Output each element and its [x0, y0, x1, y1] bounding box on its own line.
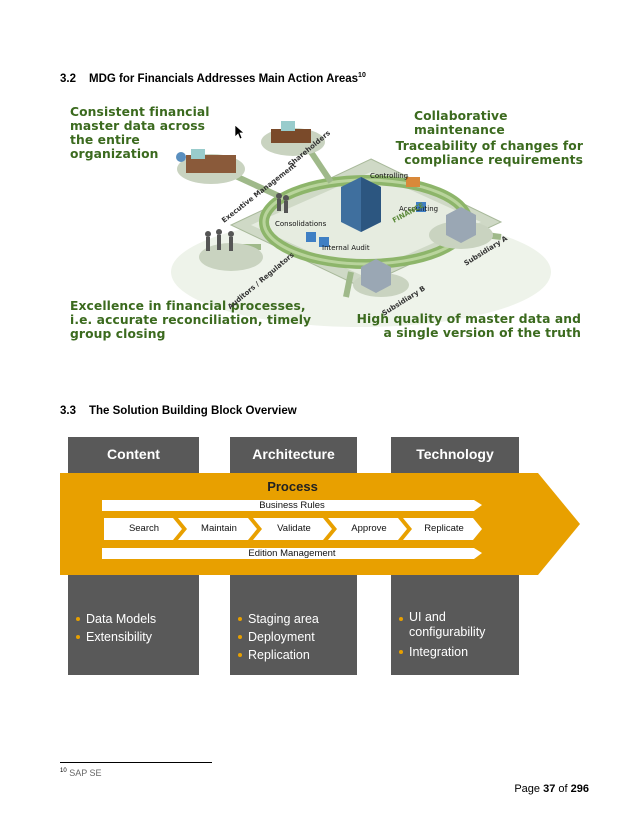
process-arrow: [60, 473, 580, 575]
bullet-item: Data Models: [76, 610, 193, 628]
step-maintain: Maintain: [201, 523, 237, 534]
callout-line: the entire: [70, 133, 140, 147]
edition-management-label: Edition Management: [248, 548, 336, 559]
step-replicate: Replicate: [424, 523, 464, 534]
step-approve: Approve: [351, 523, 387, 534]
section-title: MDG for Financials Addresses Main Action…: [89, 72, 359, 85]
column-title: Technology: [416, 445, 494, 462]
total-pages: 296: [570, 783, 589, 795]
step-validate: Validate: [277, 523, 311, 534]
callout-excellence-processes: Excellence in financial processes, i.e. …: [70, 299, 311, 341]
footnote-text: SAP SE: [69, 768, 102, 778]
footnote-number: 10: [60, 768, 67, 774]
column-bullets: Staging area Deployment Replication: [238, 610, 351, 664]
callout-line: compliance requirements: [404, 153, 583, 167]
footnote: 10 SAP SE: [60, 768, 102, 778]
callout-line: master data across: [70, 119, 206, 133]
label-consolidations: Consolidations: [275, 220, 327, 228]
callout-line: Traceability of changes for: [395, 139, 583, 153]
callout-line: a single version of the truth: [383, 326, 581, 340]
callout-line: Consistent financial: [70, 105, 210, 119]
label-internal-audit: Internal Audit: [322, 244, 370, 252]
solution-building-block-figure: Content Data Models Extensibility Archit…: [60, 437, 582, 677]
current-page: 37: [543, 783, 556, 795]
footnote-divider: [60, 762, 212, 763]
bullet-item: Integration: [399, 643, 513, 661]
page-prefix: Page: [514, 783, 541, 795]
column-title: Architecture: [252, 445, 335, 462]
bullet-item: Deployment: [238, 628, 351, 646]
bullet-item: UI and configurability: [399, 610, 513, 640]
callout-traceability: Traceability of changes for compliance r…: [396, 139, 583, 167]
callout-line: High quality of master data and: [356, 312, 581, 326]
cursor-icon: [235, 125, 245, 140]
callout-high-quality: High quality of master data and a single…: [357, 312, 581, 340]
bullet-item: Replication: [238, 646, 351, 664]
section-3-2-heading: 3.2 MDG for Financials Addresses Main Act…: [60, 72, 366, 85]
bullet-item: Staging area: [238, 610, 351, 628]
column-bullets: Data Models Extensibility: [76, 610, 193, 646]
column-title: Content: [107, 445, 160, 462]
page-number: Page 37 of 296: [514, 783, 589, 795]
callout-collaborative-maintenance: Collaborative maintenance: [414, 109, 593, 137]
callout-line: Excellence in financial processes,: [70, 299, 306, 313]
bullet-item: Extensibility: [76, 628, 193, 646]
label-accounting: Accounting: [399, 205, 439, 213]
callout-line: organization: [70, 147, 159, 161]
section-number: 3.3: [60, 405, 76, 417]
mdg-financials-illustration: [171, 121, 551, 327]
mdg-financials-figure: Consistent financial master data across …: [61, 97, 593, 347]
footnote-ref[interactable]: 10: [358, 72, 366, 79]
callout-line: i.e. accurate reconciliation, timely: [70, 313, 312, 327]
section-3-3-heading: 3.3 The Solution Building Block Overview: [60, 405, 297, 417]
business-rules-label: Business Rules: [259, 500, 325, 511]
step-search: Search: [128, 523, 160, 534]
page-of: of: [558, 783, 568, 795]
section-title: The Solution Building Block Overview: [89, 405, 297, 417]
section-number: 3.2: [60, 72, 76, 85]
process-title: Process: [267, 479, 318, 494]
callout-line: Collaborative maintenance: [414, 109, 508, 137]
column-bullets: UI and configurability Integration: [399, 610, 513, 661]
callout-consistent-master-data: Consistent financial master data across …: [70, 105, 210, 161]
label-controlling: Controlling: [370, 172, 409, 180]
callout-line: group closing: [70, 327, 166, 341]
